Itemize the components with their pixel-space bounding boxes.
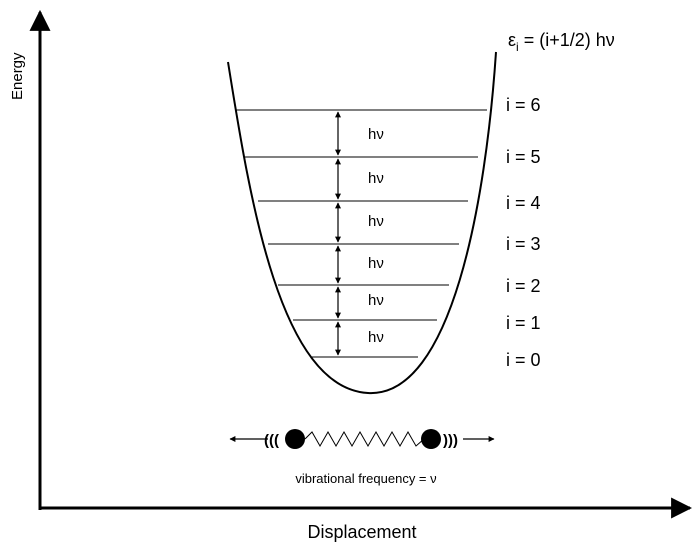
spacing-label-6-5: hν: [368, 126, 384, 143]
x-axis-label: Displacement: [307, 522, 416, 542]
level-label-4: i = 4: [506, 193, 541, 213]
level-label-2: i = 2: [506, 276, 541, 296]
level-label-3: i = 3: [506, 234, 541, 254]
diatomic-molecule: ((( ))): [229, 429, 495, 449]
right-waves: ))): [443, 432, 458, 449]
spacing-label-1-0: hν: [368, 329, 384, 346]
spring: [304, 430, 425, 448]
formula-epsilon: ε: [508, 30, 516, 50]
potential-well-curve: [227, 51, 497, 395]
formula-subscript: i: [516, 40, 519, 54]
spacing-label-4-3: hν: [368, 213, 384, 230]
level-label-0: i = 0: [506, 350, 541, 370]
y-axis-label: Energy: [9, 52, 26, 100]
level-label-6: i = 6: [506, 95, 541, 115]
level-label-5: i = 5: [506, 147, 541, 167]
spacing-label-5-4: hν: [368, 170, 384, 187]
formula-rest: = (i+1/2) hν: [519, 30, 615, 50]
left-waves: (((: [264, 432, 279, 449]
energy-formula: εi = (i+1/2) hν: [508, 30, 615, 54]
right-atom: [421, 429, 441, 449]
left-atom: [285, 429, 305, 449]
spacing-label-2-1: hν: [368, 292, 384, 309]
vibration-caption: vibrational frequency = ν: [295, 471, 436, 486]
spacing-label-3-2: hν: [368, 255, 384, 272]
level-label-1: i = 1: [506, 313, 541, 333]
energy-levels: [235, 109, 487, 358]
